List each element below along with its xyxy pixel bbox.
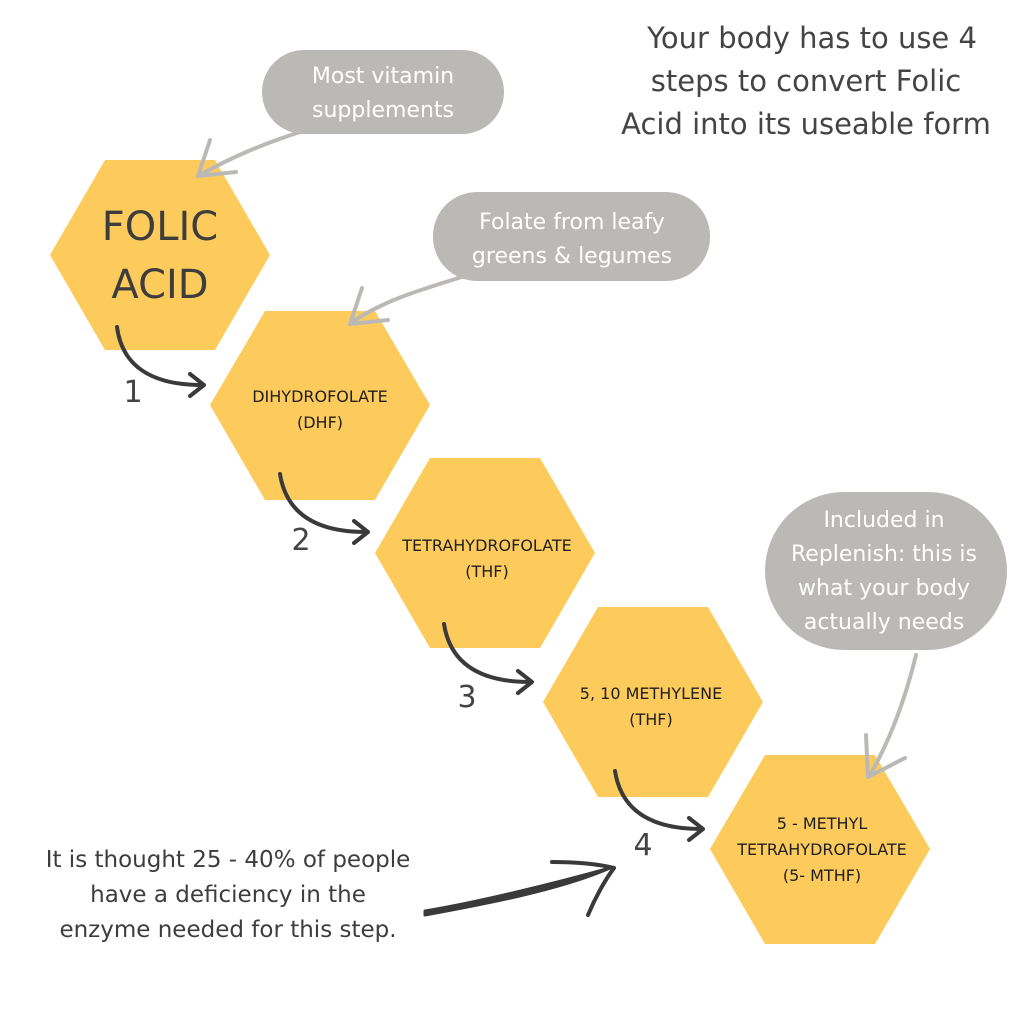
step-number: 3 xyxy=(457,680,476,715)
bubble-replenish: Included in Replenish: this is what your… xyxy=(765,492,1007,779)
bubble-text: Folate from leafy xyxy=(479,210,665,235)
note-line: It is thought 25 - 40% of people xyxy=(46,847,411,873)
hexagon-label: (THF) xyxy=(629,710,673,729)
step-number: 1 xyxy=(123,375,142,410)
step-number: 2 xyxy=(291,523,310,558)
hexagon-label: DIHYDROFOLATE xyxy=(252,387,388,406)
note-arrow xyxy=(423,860,616,917)
step-arrow-2: 2 xyxy=(278,472,370,558)
hexagon-dhf: DIHYDROFOLATE (DHF) xyxy=(210,311,430,500)
diagram-title: Your body has to use 4 steps to convert … xyxy=(621,21,991,141)
note-line: have a deficiency in the xyxy=(90,882,366,908)
hexagon-label: 5, 10 METHYLENE xyxy=(580,684,722,703)
hexagon-label: FOLIC xyxy=(102,204,219,250)
title-line: Acid into its useable form xyxy=(621,107,991,141)
deficiency-note: It is thought 25 - 40% of people have a … xyxy=(46,847,411,943)
step-arrow-3: 3 xyxy=(442,622,534,715)
bubble-text: what your body xyxy=(798,576,970,601)
note-line: enzyme needed for this step. xyxy=(59,917,396,943)
bubble-text: actually needs xyxy=(804,610,964,635)
hexagon-methylene-thf: 5, 10 METHYLENE (THF) xyxy=(543,607,763,797)
step-number: 4 xyxy=(633,828,652,863)
hexagon-label: TETRAHYDROFOLATE xyxy=(401,536,572,555)
hexagon-label: (DHF) xyxy=(297,413,343,432)
bubble-text: supplements xyxy=(312,98,454,123)
bubble-text: greens & legumes xyxy=(472,244,672,269)
bubble-text: Most vitamin xyxy=(312,64,454,89)
hexagon-label: (THF) xyxy=(465,562,509,581)
bubble-text: Included in xyxy=(823,508,944,533)
bubble-leafy-greens: Folate from leafy greens & legumes xyxy=(348,192,710,326)
step-arrow-4: 4 xyxy=(613,769,705,863)
hexagon-label: (5- MTHF) xyxy=(783,866,861,885)
hexagon-folic-acid: FOLIC ACID xyxy=(50,160,270,350)
bubble-vitamin-supplements: Most vitamin supplements xyxy=(196,50,504,178)
hexagon-label: TETRAHYDROFOLATE xyxy=(736,840,907,859)
title-line: steps to convert Folic xyxy=(651,64,961,98)
hexagon-5-mthf: 5 - METHYL TETRAHYDROFOLATE (5- MTHF) xyxy=(710,755,930,944)
hexagon-label: 5 - METHYL xyxy=(777,814,868,833)
bubble-text: Replenish: this is xyxy=(791,542,977,567)
hexagon-thf: TETRAHYDROFOLATE (THF) xyxy=(375,458,595,648)
title-line: Your body has to use 4 xyxy=(646,21,977,55)
step-arrow-1: 1 xyxy=(115,325,206,410)
hexagon-label: ACID xyxy=(111,262,208,308)
